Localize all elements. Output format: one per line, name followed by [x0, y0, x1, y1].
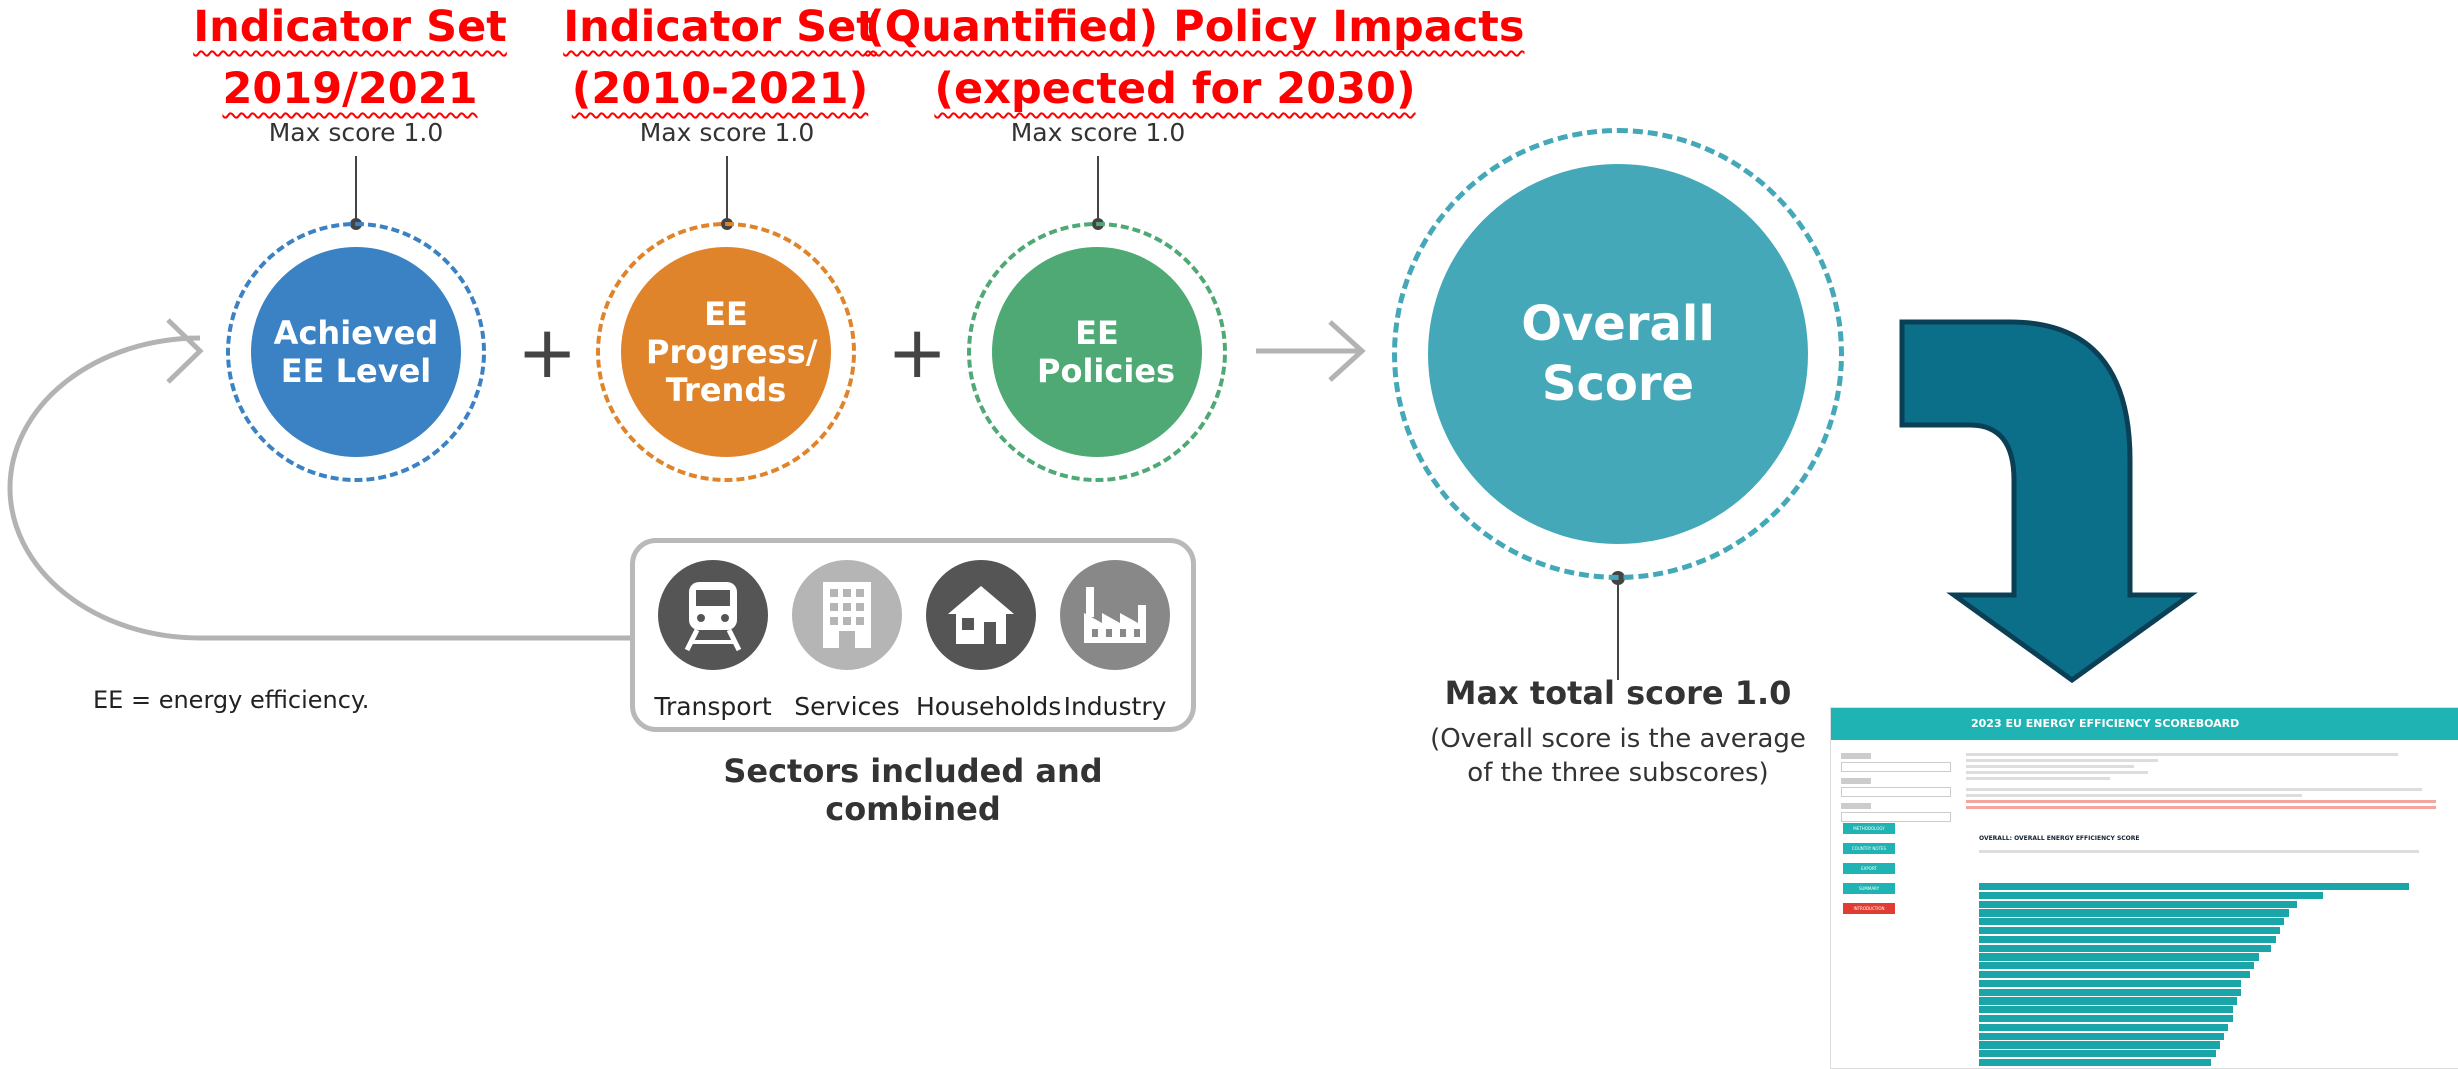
score-bar: [1979, 918, 2285, 926]
sector-services: Services: [782, 560, 912, 721]
score-bar: [1979, 900, 2298, 908]
circle-label: Achieved EE Level: [273, 314, 439, 390]
max-score-label: Max score 1.0: [1010, 118, 1186, 147]
achieved-ee-ring: [226, 222, 486, 482]
score-bar: [1979, 1023, 2229, 1031]
introduction-button[interactable]: INTRODUCTION: [1843, 903, 1895, 914]
circle-label: EE Policies: [1037, 314, 1176, 390]
connector-line: [726, 156, 728, 222]
score-bar: [1979, 927, 2280, 935]
country-notes-button[interactable]: COUNTRY NOTES: [1843, 843, 1895, 854]
score-bar: [1979, 1041, 2220, 1049]
sector-label: Services: [794, 692, 900, 721]
ee-policies-ring: [967, 222, 1227, 482]
score-bar: [1979, 997, 2237, 1005]
max-score-label: Max score 1.0: [639, 118, 815, 147]
feedback-loop-arrow: [7, 335, 630, 641]
filter-panel: [1841, 750, 1951, 822]
section-desc-line: [1979, 850, 2419, 853]
score-bar: [1979, 979, 2242, 987]
sector-label: Households: [916, 692, 1062, 721]
achieved-ee-level-circle: Achieved EE Level: [251, 247, 461, 457]
scoreboard-screenshot: 2023 EU ENERGY EFFICIENCY SCOREBOARD MET…: [1830, 707, 2458, 1069]
max-score-label: Max score 1.0: [268, 118, 444, 147]
sector-label: Transport: [654, 692, 772, 721]
ee-progress-ring: [596, 222, 856, 482]
title-line: 2019/2021: [222, 64, 478, 114]
score-bar: [1979, 1050, 2216, 1058]
methodology-button[interactable]: METHODOLOGY: [1843, 823, 1895, 834]
score-bar: [1979, 971, 2250, 979]
footnote: EE = energy efficiency.: [93, 686, 370, 714]
circle-label: EE Progress/ Trends: [646, 295, 818, 409]
title-policy-impacts: (Quantified) Policy Impacts (expected fo…: [865, 0, 1525, 120]
score-bar: [1979, 891, 2323, 899]
average-note-line1: (Overall score is the average: [1430, 724, 1806, 754]
summary-button[interactable]: SUMMARY: [1843, 883, 1895, 894]
score-bar: [1979, 1032, 2225, 1040]
title-line: (2010-2021): [571, 64, 869, 114]
plus-sign: +: [517, 310, 578, 394]
arrow-shape: [1899, 319, 2198, 684]
scoreboard-banner: 2023 EU ENERGY EFFICIENCY SCOREBOARD: [1831, 708, 2458, 740]
connector-line: [1097, 156, 1099, 222]
overall-score-ring: [1392, 128, 1844, 580]
train-icon: [658, 560, 768, 670]
sector-label: Industry: [1063, 692, 1167, 721]
sector-industry: Industry: [1050, 560, 1180, 721]
score-bar: [1979, 944, 2272, 952]
arrow-head: [166, 318, 204, 384]
title-indicator-set-2010-2021: Indicator Set (2010-2021): [555, 0, 885, 120]
building-icon: [792, 560, 902, 670]
title-indicator-set-2019-2021: Indicator Set 2019/2021: [190, 0, 510, 120]
big-down-arrow: [1899, 319, 2198, 684]
plus-sign: +: [887, 310, 948, 394]
score-bar: [1979, 1059, 2212, 1067]
score-bar: [1979, 988, 2242, 996]
circle-label: Overall Score: [1521, 296, 1715, 412]
max-total-score: Max total score 1.0: [1444, 674, 1792, 712]
title-line: (Quantified) Policy Impacts: [865, 2, 1525, 52]
average-note-line2: of the three subscores): [1467, 758, 1769, 788]
sector-transport: Transport: [648, 560, 778, 721]
title-line: Indicator Set: [563, 2, 877, 52]
title-line: Indicator Set: [193, 2, 507, 52]
score-bar: [1979, 1006, 2233, 1014]
sectors-caption: Sectors included and combined: [723, 752, 1103, 828]
factory-icon: [1060, 560, 1170, 670]
house-icon: [926, 560, 1036, 670]
export-button[interactable]: EXPORT: [1843, 863, 1895, 874]
score-bar: [1979, 883, 2409, 891]
score-bar: [1979, 935, 2276, 943]
connector-line: [355, 156, 357, 222]
sector-households: Households: [916, 560, 1062, 721]
ee-policies-circle: EE Policies: [992, 247, 1202, 457]
sectors-box: [630, 538, 1196, 732]
arrow-head: [1328, 320, 1366, 382]
ee-progress-trends-circle: EE Progress/ Trends: [621, 247, 831, 457]
intro-text-lines: [1966, 750, 2446, 812]
title-line: (expected for 2030): [934, 64, 1416, 114]
score-bar: [1979, 1015, 2233, 1023]
score-bar: [1979, 953, 2259, 961]
score-bar: [1979, 962, 2255, 970]
section-title: OVERALL: OVERALL ENERGY EFFICIENCY SCORE: [1979, 835, 2140, 842]
score-bar: [1979, 909, 2289, 917]
flow-arrows: [7, 318, 1625, 680]
overall-score-circle: Overall Score: [1428, 164, 1808, 544]
